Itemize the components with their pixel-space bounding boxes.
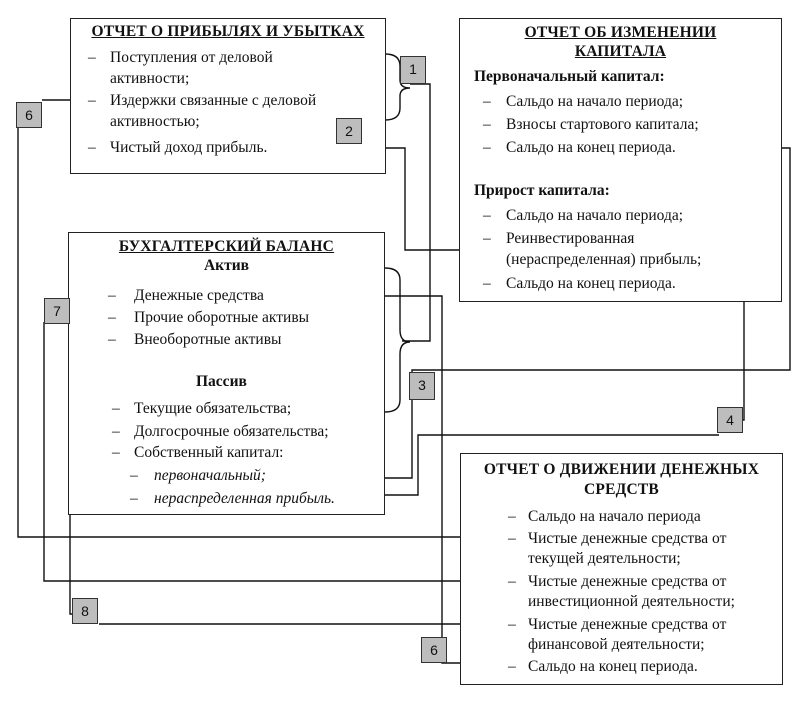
cashflow-item-2-line-2: текущей деятельности; (528, 550, 681, 567)
cashflow-statement-box: ОТЧЕТ О ДВИЖЕНИИ ДЕНЕЖНЫХ СРЕДСТВ (460, 453, 783, 685)
link-tag-2: 2 (336, 118, 362, 144)
equity-sub-dash-2: – (130, 490, 138, 507)
link-4b (364, 434, 719, 499)
equity-statement-box: ОТЧЕТ ОБ ИЗМЕНЕНИИ КАПИТАЛА (459, 18, 782, 302)
liab-dash-2: – (112, 423, 120, 440)
cashflow-item-2-line-1: Чистые денежные средства от (528, 530, 727, 547)
cashflow-item-4-line-1: Чистые денежные средства от (528, 616, 727, 633)
balance-sheet-box: БУХГАЛТЕРСКИЙ БАЛАНС Актив (68, 232, 385, 515)
equity-s1-dash-2: – (483, 116, 491, 133)
equity-s2-dash-1: – (483, 207, 491, 224)
assets-item-noncurrent: Внеоборотные активы (134, 331, 282, 348)
equity-s1-item-1: Сальдо на начало периода; (506, 93, 684, 110)
equity-s2-dash-2: – (483, 230, 491, 247)
equity-sub-retained: нераспределенная прибыль. (154, 490, 335, 507)
cashflow-item-1: Сальдо на начало периода (528, 508, 701, 525)
link-tag-4: 4 (717, 407, 743, 433)
income-statement-box: ОТЧЕТ О ПРИБЫЛЯХ И УБЫТКАХ (70, 18, 386, 174)
equity-s1-dash-1: – (483, 93, 491, 110)
link-tag-7: 7 (44, 298, 70, 324)
cashflow-item-3-line-1: Чистые денежные средства от (528, 573, 727, 590)
link-6a-long (17, 112, 508, 538)
income-item-dash-1: – (88, 49, 96, 66)
assets-item-cash: Денежные средства (134, 287, 264, 304)
equity-statement-title-1: ОТЧЕТ ОБ ИЗМЕНЕНИИ (524, 24, 717, 41)
equity-statement-title-2: КАПИТАЛА (574, 43, 667, 60)
cashflow-title-1: ОТЧЕТ О ДВИЖЕНИИ ДЕНЕЖНЫХ (483, 461, 760, 478)
link-tag-3: 3 (409, 372, 435, 400)
link-tag-6-bottom: 6 (421, 637, 447, 663)
balance-sheet-title: БУХГАЛТЕРСКИЙ БАЛАНС (118, 238, 335, 255)
liab-item-equity: Собственный капитал: (134, 444, 284, 461)
income-item-dash-3: – (88, 139, 96, 156)
liab-item-current: Текущие обязательства; (134, 400, 292, 417)
equity-s1-dash-3: – (483, 139, 491, 156)
cashflow-title-2: СРЕДСТВ (584, 481, 659, 498)
income-item-2-line-2: активностью; (110, 113, 200, 130)
cashflow-dash-1: – (508, 508, 516, 525)
equity-s2-item-1: Сальдо на начало периода; (506, 207, 684, 224)
equity-sub-initial: первоначальный; (154, 467, 266, 484)
equity-section-initial: Первоначальный капитал: (474, 68, 665, 85)
equity-s2-dash-3: – (483, 275, 491, 292)
income-item-dash-2: – (88, 92, 96, 109)
liab-dash-1: – (112, 400, 120, 417)
cashflow-item-3-line-2: инвестиционной деятельности; (528, 593, 735, 610)
assets-dash-2: – (108, 309, 116, 326)
link-7-long (43, 322, 508, 582)
balance-liab-heading: Пассив (196, 373, 247, 390)
assets-dash-3: – (108, 331, 116, 348)
link-tag-8: 8 (72, 598, 98, 624)
equity-sub-dash-1: – (130, 467, 138, 484)
cashflow-item-4-line-2: финансовой деятельности; (528, 636, 705, 653)
equity-s1-item-3: Сальдо на конец периода. (506, 139, 676, 156)
liab-item-longterm: Долгосрочные обязательства; (134, 423, 329, 440)
assets-item-current: Прочие оборотные активы (134, 309, 310, 326)
cashflow-dash-2: – (508, 530, 516, 547)
cashflow-dash-5: – (508, 658, 516, 675)
link-4 (716, 283, 745, 421)
equity-s1-item-2: Взносы стартового капитала; (506, 116, 699, 133)
cashflow-dash-3: – (508, 573, 516, 590)
cashflow-item-5: Сальдо на конец периода. (528, 658, 698, 675)
income-statement-title: ОТЧЕТ О ПРИБЫЛЯХ И УБЫТКАХ (91, 23, 365, 40)
income-item-1-line-1: Поступления от деловой (110, 49, 273, 66)
equity-section-growth: Прирост капитала: (474, 182, 610, 199)
link-tag-6-top: 6 (16, 102, 42, 128)
income-item-3: Чистый доход прибыль. (110, 139, 268, 156)
link-tag-1: 1 (400, 56, 426, 84)
equity-s2-item-3: Сальдо на конец периода. (506, 275, 676, 292)
income-item-2-line-1: Издержки связанные с деловой (110, 92, 317, 109)
income-item-1-line-2: активности; (110, 70, 190, 87)
brace-1 (384, 53, 411, 121)
liab-dash-3: – (112, 444, 120, 461)
assets-dash-1: – (108, 287, 116, 304)
link-1 (402, 83, 431, 342)
equity-s2-item-2-line-2: (нераспределенная) прибыль; (506, 251, 702, 268)
cashflow-dash-4: – (508, 616, 516, 633)
balance-assets-heading: Актив (203, 257, 250, 274)
brace-balance (384, 267, 411, 413)
equity-s2-item-2-line-1: Реинвестированная (506, 230, 635, 247)
